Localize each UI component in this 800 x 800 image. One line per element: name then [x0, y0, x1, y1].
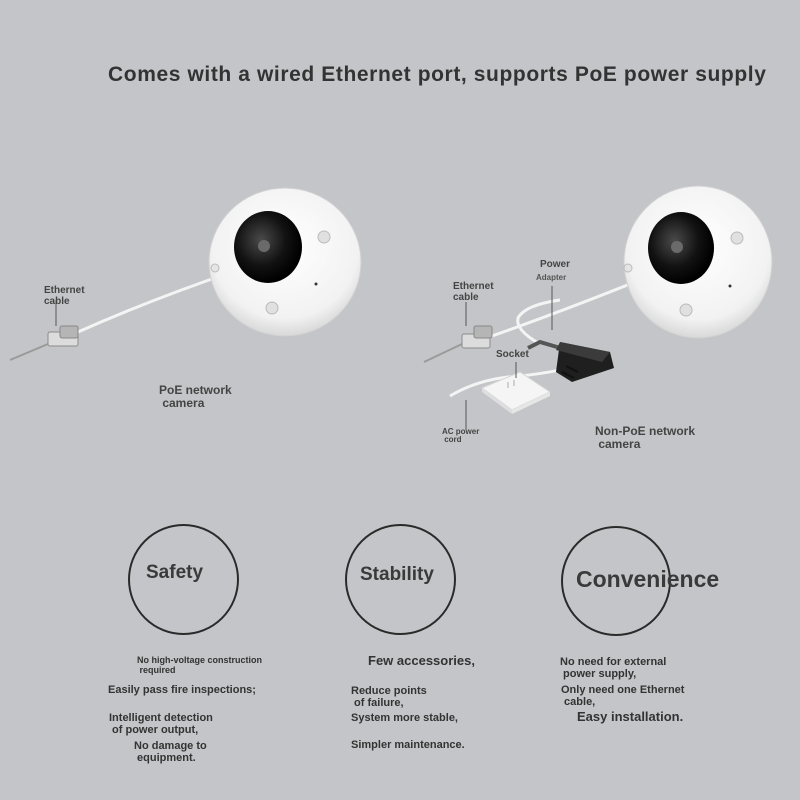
- power-label: Power: [540, 259, 571, 270]
- right-ethernet-label: Ethernet cable: [453, 281, 494, 303]
- safety-circle: [128, 524, 239, 635]
- convenience-point-3: Easy installation.: [577, 709, 684, 724]
- non-poe-camera-graphic: [623, 185, 773, 339]
- adapter-label: Adapter: [536, 273, 567, 282]
- convenience-title: Convenience: [576, 566, 720, 592]
- stability-title: Stability: [360, 564, 434, 585]
- page-title: Comes with a wired Ethernet port, suppor…: [108, 63, 767, 86]
- stability-point-2: Reduce points of failure,: [351, 685, 427, 710]
- ac-power-cord-label: AC power cord: [442, 427, 480, 445]
- poe-camera-label: PoE network camera: [159, 383, 232, 410]
- non-poe-camera-label: Non-PoE network camera: [595, 424, 696, 451]
- stability-circle: [345, 524, 456, 635]
- safety-point-3: Intelligent detection of power output,: [109, 712, 213, 737]
- convenience-circle: [561, 526, 671, 636]
- right-ethernet-cable: [423, 278, 641, 363]
- safety-point-4: No damage to equipment.: [134, 740, 207, 765]
- stability-point-3: System more stable,: [351, 712, 458, 724]
- stability-point-4: Simpler maintenance.: [351, 739, 465, 751]
- convenience-point-2: Only need one Ethernet cable,: [561, 684, 685, 709]
- power-adapter-graphic: [527, 286, 614, 382]
- socket-graphic: [480, 362, 552, 414]
- convenience-point-1: No need for external power supply,: [560, 656, 667, 681]
- socket-label: Socket: [496, 349, 529, 360]
- safety-title: Safety: [146, 562, 204, 583]
- safety-point-1: No high-voltage construction required: [137, 655, 262, 675]
- left-ethernet-label: Ethernet cable: [44, 285, 85, 307]
- poe-camera-graphic: [208, 187, 362, 337]
- stability-point-1: Few accessories,: [368, 653, 475, 668]
- safety-point-2: Easily pass fire inspections;: [108, 684, 256, 696]
